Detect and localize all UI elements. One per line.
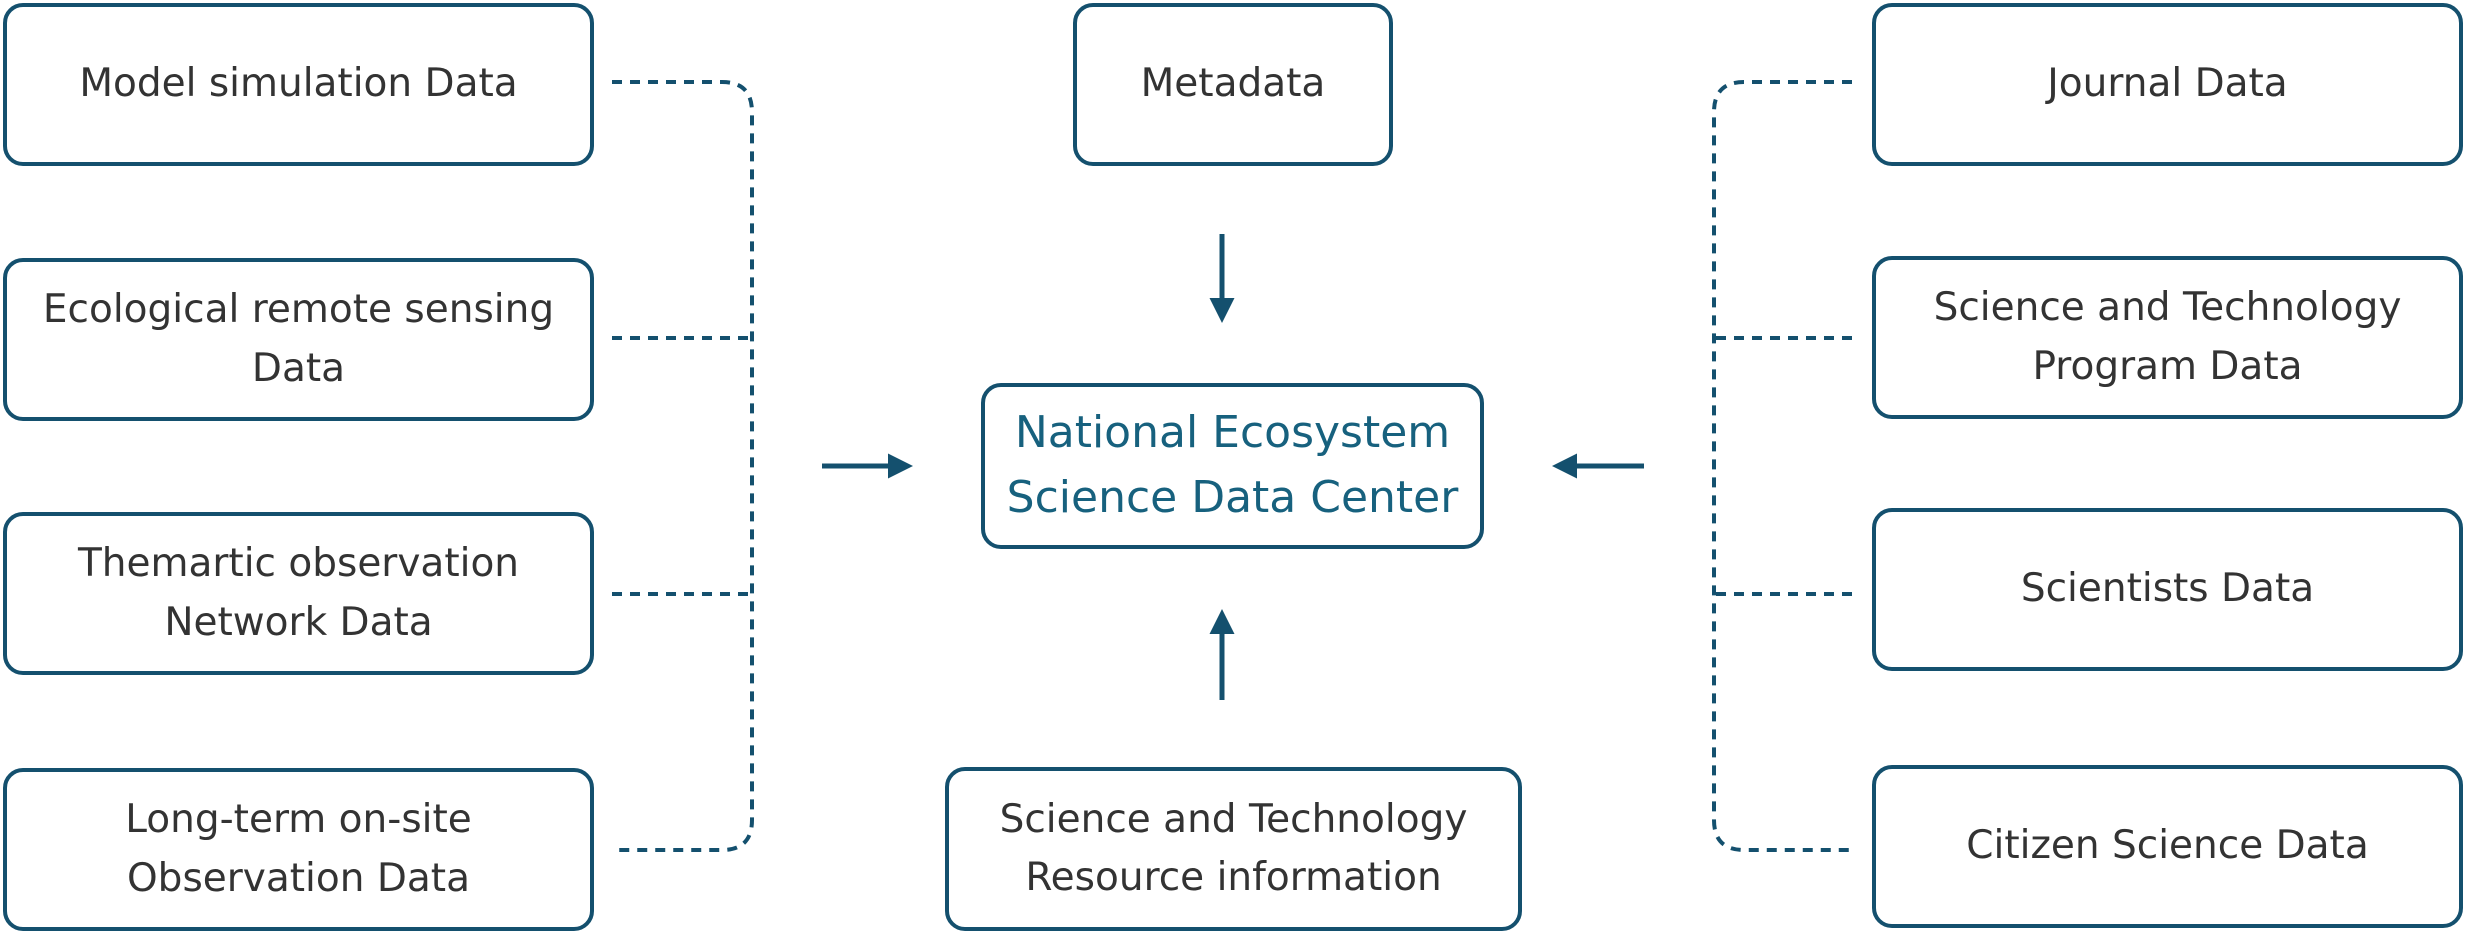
left-box-model-simulation: Model simulation Data: [3, 3, 594, 166]
left-dashed-bracket: [612, 80, 754, 852]
right-box-2-line1: Science and Technology: [1933, 285, 2402, 330]
left-box-1-line1: Model simulation Data: [79, 61, 518, 107]
left-box-4-line2: Observation Data: [126, 855, 470, 901]
right-box-program-data: Science and Technology Program Data: [1872, 256, 2463, 419]
right-box-scientists-data: Scientists Data: [1872, 508, 2463, 671]
right-box-4-line1: Citizen Science Data: [1966, 823, 2369, 869]
left-box-thematic-observation: Themartic observation Network Data: [3, 512, 594, 675]
center-box-data-center: National Ecosystem Science Data Center: [981, 383, 1484, 549]
center-box-line1: National Ecosystem: [1014, 407, 1451, 459]
right-box-journal-data: Journal Data: [1872, 3, 2463, 166]
bottom-box-line2: Resource information: [1025, 855, 1442, 900]
top-box-metadata: Metadata: [1073, 3, 1393, 166]
top-box-label: Metadata: [1140, 61, 1326, 107]
left-box-ecological-remote-sensing: Ecological remote sensing Data: [3, 258, 594, 421]
bottom-box-line1: Science and Technology: [999, 796, 1468, 842]
left-box-4-line1: Long-term on-site: [125, 797, 472, 842]
left-box-3-line2: Network Data: [164, 599, 433, 645]
left-box-2-line1: Ecological remote sensing: [42, 287, 555, 332]
bottom-box-resource-information: Science and Technology Resource informat…: [945, 767, 1522, 931]
right-box-citizen-science-data: Citizen Science Data: [1872, 765, 2463, 928]
right-dashed-bracket: [1712, 80, 1852, 852]
right-box-2-line2: Program Data: [2032, 343, 2303, 389]
right-box-3-line1: Scientists Data: [2020, 566, 2315, 612]
left-box-2-line2: Data: [251, 345, 346, 391]
right-box-1-line1: Journal Data: [2047, 61, 2288, 107]
center-box-line2: Science Data Center: [1006, 472, 1459, 523]
left-box-long-term-observation: Long-term on-site Observation Data: [3, 768, 594, 931]
left-box-3-line1: Themartic observation: [77, 541, 520, 586]
